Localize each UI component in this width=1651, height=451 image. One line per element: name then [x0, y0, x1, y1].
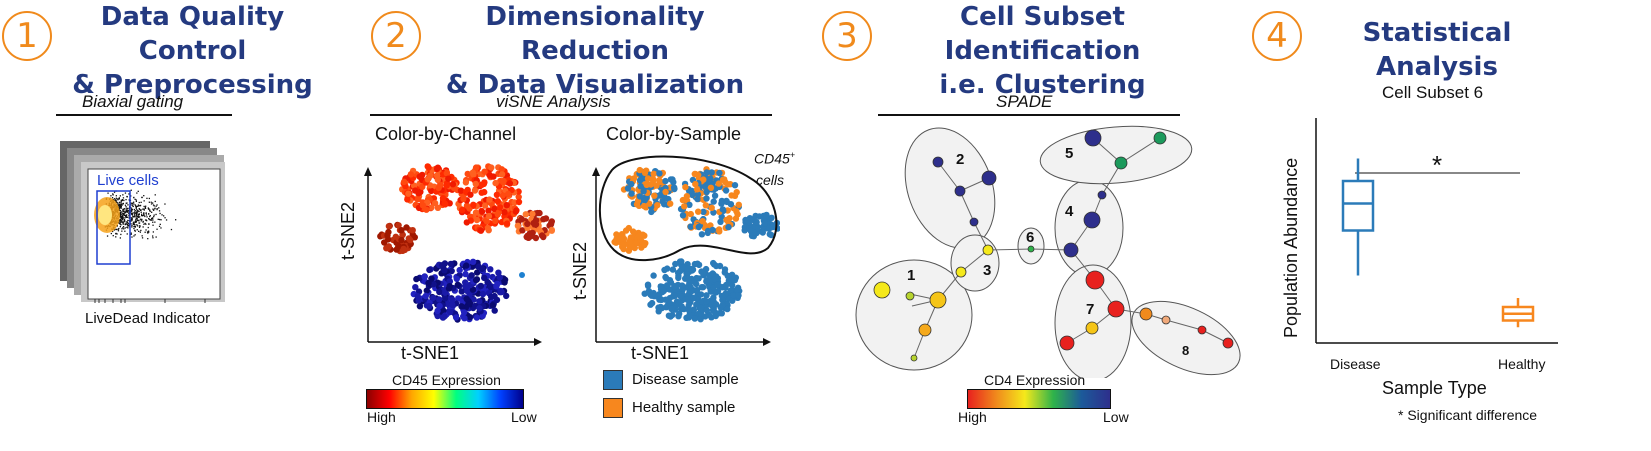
category-label-disease: Disease [1330, 356, 1381, 372]
cells-annotation: cells [756, 172, 785, 188]
box-healthy [1501, 298, 1535, 328]
legend-disease-label: Disease sample [632, 371, 739, 388]
cd4-colorbar-high: High [958, 409, 987, 425]
cd45-positive-gate-outline [598, 155, 778, 262]
cd45-colorbar [366, 389, 524, 409]
cd4-colorbar-title: CD4 Expression [984, 372, 1086, 388]
panel1-rule [56, 114, 232, 116]
live-cells-label: Live cells [97, 172, 159, 189]
cd45-colorbar-low: Low [511, 409, 537, 425]
tsne-sample-points [611, 166, 780, 323]
panel3-method-label: SPADE [996, 92, 1053, 111]
step-3-number: 3 [822, 11, 872, 61]
live-cells-gate [96, 190, 131, 265]
step-4-number: 4 [1252, 11, 1302, 61]
box-plot [1315, 118, 1558, 344]
step-2-title: Dimensionality Reduction & Data Visualiz… [445, 2, 745, 100]
tsne1-label-right: t-SNE1 [631, 343, 690, 363]
significance-marker: * [1432, 150, 1443, 180]
panel1-xlabel: LiveDead Indicator [85, 310, 211, 327]
cd45-annotation: CD45+ [754, 150, 796, 167]
box-disease [1341, 158, 1375, 276]
color-by-sample-title: Color-by-Sample [606, 124, 742, 144]
significance-footnote: * Significant difference [1398, 407, 1538, 423]
cd4-colorbar [967, 389, 1111, 409]
cluster-label-8: 8 [1182, 343, 1189, 358]
color-by-channel-title: Color-by-Channel [375, 124, 517, 144]
tsne1-label-left: t-SNE1 [401, 343, 460, 363]
box-plot-xlabel: Sample Type [1382, 378, 1487, 398]
step-1-title: Data Quality Control & Preprocessing [72, 2, 313, 100]
cluster-label-5: 5 [1065, 145, 1073, 162]
cluster-label-4: 4 [1065, 203, 1074, 220]
cd4-colorbar-low: Low [1103, 409, 1129, 425]
cluster-label-6: 6 [1026, 229, 1034, 246]
legend-disease-swatch [603, 370, 623, 390]
panel1-method-label: Biaxial gating [82, 92, 184, 111]
step-4-title: Statistical Analysis [1362, 18, 1512, 82]
legend-healthy-swatch [603, 398, 623, 418]
legend-healthy-label: Healthy sample [632, 399, 736, 416]
cd45-colorbar-title: CD45 Expression [392, 372, 501, 388]
panel2-rule [370, 114, 772, 116]
cluster-label-7: 7 [1086, 301, 1094, 318]
tsne2-label-left: t-SNE2 [338, 201, 358, 260]
visne-plots [364, 155, 780, 346]
step-1-number: 1 [2, 11, 52, 61]
cluster-label-2: 2 [956, 151, 964, 168]
box-plot-ylabel: Population Abundance [1281, 157, 1301, 338]
box-chart-title: Cell Subset 6 [1382, 83, 1484, 102]
panel2-method-label: viSNE Analysis [496, 92, 611, 111]
tsne2-label-right: t-SNE2 [570, 241, 590, 300]
category-label-healthy: Healthy [1498, 356, 1546, 372]
biaxial-gating-plot [60, 141, 225, 303]
cd45-colorbar-high: High [367, 409, 396, 425]
step-3-title: Cell Subset Identification i.e. Clusteri… [939, 2, 1146, 100]
spade-tree: 1 2 3 4 5 6 7 8 [855, 125, 1241, 378]
cluster-label-3: 3 [983, 262, 991, 279]
cluster-label-1: 1 [907, 267, 915, 284]
tsne-channel-points [377, 163, 555, 323]
panel3-rule [878, 114, 1180, 116]
step-2-number: 2 [371, 11, 421, 61]
